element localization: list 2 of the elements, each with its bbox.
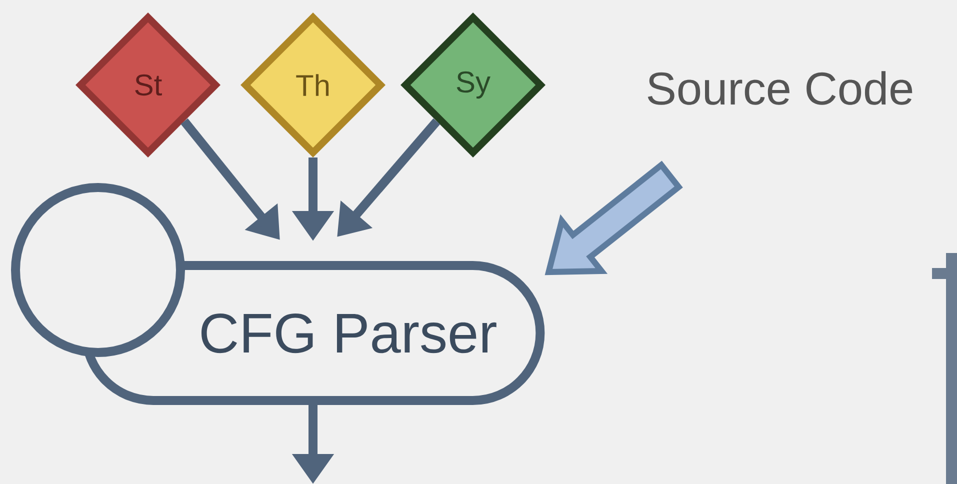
empty-circle (11, 183, 185, 357)
source-label: Source Code (648, 71, 912, 105)
